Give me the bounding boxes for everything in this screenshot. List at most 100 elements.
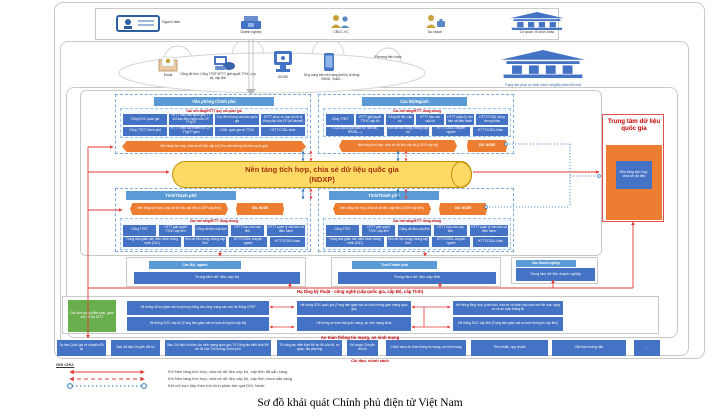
admin-center-building-icon (500, 49, 586, 79)
province-right-box: HTTT/CSDL khác (473, 237, 508, 247)
dc-province-box: Tỉnh/Thành phố Trung tâm dữ liệu cấp tỉn… (331, 257, 501, 287)
bonganh-box: HTTT giải quyết TTHC cấp bộ (356, 114, 384, 125)
province-right-box: HTTT giải quyết TTHC cấp tỉnh (362, 224, 395, 236)
policy-box: Ban Chỉ đạo An toàn, An ninh mạng quốc g… (165, 340, 271, 356)
vpcp-platform-bar: Nền tảng tích hợp, chia sẻ dữ liệu cấp b… (122, 141, 306, 152)
dc-ministry-header: Các Bộ, ngành (149, 260, 241, 269)
province-left-box: Trung tâm giám sát, điều hành thông minh… (123, 237, 181, 247)
province-left-header: Tỉnh/Thành phố (126, 190, 236, 200)
quadrant-province-right: Tỉnh/Thành phố Nền tảng tích hợp, chia s… (318, 188, 514, 252)
dc-enterprise-bar: Trung tâm dữ liệu doanh nghiệp (516, 268, 595, 281)
province-left-group-title: Các nền tảng/HTTT dùng chung (189, 218, 239, 223)
bonganh-box: Cổng TTĐT (326, 114, 354, 125)
actor-agency-label: Cơ quan, tổ chức khác (519, 30, 555, 34)
province-right-box: Cổng TTĐT (326, 224, 359, 236)
government-building-icon (510, 12, 564, 30)
dc-ministry-bar: Trung tâm dữ liệu cấp bộ (134, 271, 300, 284)
admin-center-label: Trung tâm phục vụ hành chính công/Bộ phậ… (504, 83, 582, 87)
security-band: Các biện pháp kiểm soát, giám sát, hỗ tr… (62, 296, 659, 334)
province-right-box: Cổng dữ liệu cấp tỉnh (398, 224, 431, 236)
kiosk-icon (274, 51, 292, 72)
province-right-box: HTTT báo cáo cấp tỉnh (434, 224, 467, 236)
quadrant-vpcp: Văn phòng Chính phủ Các nền tảng/HTTT qu… (115, 94, 311, 154)
vpcp-box: HTTT theo dõi nhiệm vụ CP, TTgCP giao (169, 126, 213, 136)
province-right-box: Kho dữ liệu dùng chung cấp tỉnh (387, 237, 429, 247)
legend-dotted-line (67, 383, 147, 389)
province-right-box: Trung tâm giám sát, điều hành thông minh… (326, 237, 384, 247)
policy-box: Ủy ban Quốc gia về chuyển đổi số (57, 340, 106, 356)
actor-officials-label: CBCC-VC (333, 30, 349, 34)
policy-label: Chỉ đạo, chính sách (351, 357, 389, 363)
vpcp-box: HTTT phục vụ họp và xử lý công việc của … (261, 114, 305, 125)
channel-kiosk-label: KIOSK (277, 75, 289, 79)
bonganh-lgsp-bar: Nền tảng tích hợp, chia sẻ dữ liệu cấp b… (339, 140, 457, 152)
province-left-box: HTTT báo cáo cấp tỉnh (231, 224, 264, 236)
policy-box: Chính sách An toàn thông tin mạng, an ni… (386, 340, 466, 356)
legend-dashed-line (69, 376, 145, 382)
channel-other-label: Phương tiện khác (374, 55, 402, 59)
province-left-lgsp-bar: Nền tảng tích hợp, chia sẻ dữ liệu cấp t… (130, 203, 228, 215)
ndxp-subtitle: (NDXP) (309, 174, 335, 184)
province-right-box: HTTT quản lý văn bản và điều hành (470, 224, 508, 236)
actors-box (95, 8, 559, 40)
vpcp-box: HTTT/CSDL khác (261, 126, 305, 136)
security-soc-province-box: Hệ thống SOC cấp tỉnh (Trung tâm giám sá… (453, 317, 563, 331)
bonganh-box: Cổng dữ liệu cấp bộ (386, 114, 414, 125)
quadrant-bonganh: Các Bộ/Ngành Các nền tảng/HTTT dùng chun… (318, 94, 514, 154)
province-right-dxl-node: DXL NODE (439, 203, 487, 215)
ndxp-title: Nền tảng tích hợp, chia sẻ dữ liệu quốc … (245, 165, 399, 175)
diagram-caption: Sơ đồ khái quát Chính phủ điện tử Việt N… (257, 397, 463, 409)
province-left-box: Cổng dữ liệu cấp tỉnh (195, 224, 228, 236)
bonganh-box: HTTT/CSDL dùng chung khác (476, 114, 508, 125)
national-data-center: Trung tâm dữ liệu quốc gia Nền tảng tích… (602, 114, 664, 222)
officials-icon (331, 15, 350, 28)
dc-province-bar: Trung tâm dữ liệu cấp tỉnh (338, 271, 496, 284)
bonganh-box: HTTT quản lý văn bản và điều hành (446, 114, 474, 125)
channel-portal-label: Cổng dữ liệu, Cổng TTĐT/HTTT giải quyết … (180, 72, 256, 80)
quadrant-bonganh-header: Các Bộ/Ngành (362, 96, 467, 106)
province-right-box: HTTT/CSDL chuyên ngành (432, 237, 470, 247)
security-label: An toàn thông tin mạng, an ninh mạng (320, 334, 400, 340)
province-left-box: HTTT/CSDL chuyên ngành (229, 237, 267, 247)
province-right-lgsp-bar: Nền tảng tích hợp, chia sẻ dữ liệu cấp t… (333, 203, 431, 215)
legend-solid-line (69, 369, 145, 375)
vpcp-box: Cổng TTĐT Chính phủ (123, 126, 167, 136)
ndc-title: Trung tâm dữ liệu quốc gia (607, 118, 661, 133)
outer-border-1 (54, 2, 705, 359)
email-icon (158, 56, 178, 72)
security-measures-box: Các biện pháp kiểm soát, giám sát, hỗ tr… (68, 300, 116, 332)
legend-item-label: Khi Nền tảng tích hợp, chia sẻ dữ liệu c… (168, 369, 288, 374)
security-soc-ministry-box: Hệ thống SOC cấp bộ (Trung tâm giám sát … (127, 317, 269, 331)
legend-item-label: Kết nối trực tiếp theo mô hình phân tán … (168, 383, 265, 388)
policy-box: Ban chỉ đạo Chuyển đổi số (111, 340, 160, 356)
bonganh-box: HTTT/CSDL chuyên ngành (432, 126, 470, 136)
tourist-icon (426, 15, 445, 28)
province-left-box: Cổng TTĐT (123, 224, 156, 236)
infra-label: Hạ tầng kỹ thuật - công nghệ (cấp quốc g… (296, 289, 424, 294)
dc-ministry-box: Các Bộ, ngành Trung tâm dữ liệu cấp bộ (126, 257, 306, 287)
province-left-box: HTTT giải quyết TTHC cấp tỉnh (159, 224, 192, 236)
policy-box: Tiêu chuẩn, quy chuẩn (471, 340, 548, 356)
ndxp-cylinder-cap (451, 161, 472, 188)
bonganh-box: CSDL quốc gia (dân cư, đất đai, ĐKDN,...… (326, 126, 384, 136)
dc-enterprise-box: Các Doanh nghiệp Trung tâm dữ liệu doanh… (511, 257, 598, 284)
policy-box: Kế hoạch Chuyển đổi số (347, 340, 378, 356)
ndc-orange-block: Nền tảng tích hợp, chia sẻ dữ liệu (606, 145, 662, 220)
policy-box: Văn bản hướng dẫn (552, 340, 626, 356)
policy-box: Tổ công tác triển khai Đề án 06 của bộ, … (277, 340, 342, 356)
id-card-icon (116, 15, 160, 32)
province-left-dxl-node: DXL NODE (236, 203, 284, 215)
province-left-box: HTTT/CSDL khác (270, 237, 305, 247)
ndc-platform-box: Nền tảng tích hợp, chia sẻ dữ liệu (616, 161, 652, 189)
bonganh-box: HTTT báo cáo cấp bộ (416, 114, 444, 125)
channel-mobile-label: Ứng dụng trên nền tảng thiết bị di động:… (303, 73, 361, 81)
vpcp-box: Cổng DVC quốc gia (123, 114, 167, 125)
portal-device-icon (214, 56, 235, 70)
security-threat-analysis-box: Hệ thống tổng hợp, phân tích, chia sẻ và… (453, 301, 563, 315)
bonganh-group-title: Các nền tảng/HTTT dùng chung (392, 108, 442, 113)
vpcp-box: Trục liên thông văn bản quốc gia (215, 114, 259, 125)
vpcp-box: HTTT báo cáo quốc gia; TT chỉ đạo điều h… (169, 113, 213, 125)
bonganh-box: Kho dữ liệu dùng chung cấp bộ (387, 126, 429, 136)
legend-title: GHI CHÚ: (56, 362, 75, 367)
legend-item-label: Khi Nền tảng tích hợp, chia sẻ dữ liệu c… (168, 376, 293, 381)
